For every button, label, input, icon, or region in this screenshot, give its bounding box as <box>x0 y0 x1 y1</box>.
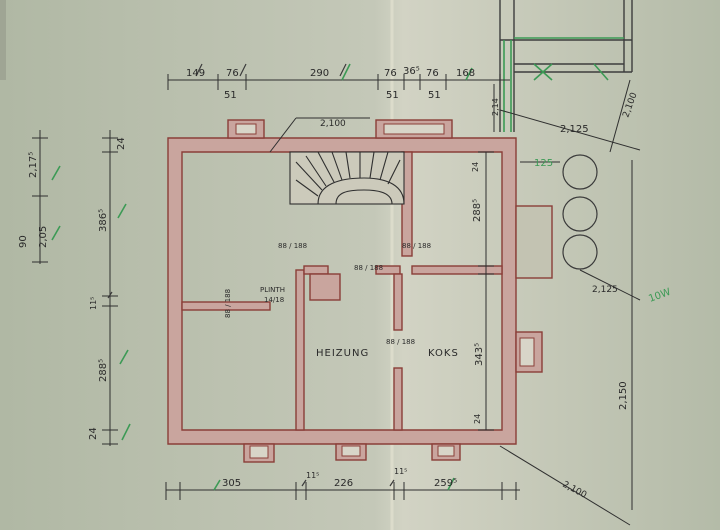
door-label-hall: 88 / 188 <box>386 338 415 346</box>
dim-top-sub-1: 51 <box>224 90 237 101</box>
dim-left-outer-2: 90 <box>18 235 29 248</box>
dim-top-7: 168 <box>456 68 475 79</box>
door-label-center: 88 / 188 <box>354 264 383 272</box>
dim-top-sub-3: 51 <box>428 90 441 101</box>
site-trees <box>562 154 598 270</box>
level-stair-top: 2,100 <box>320 119 346 129</box>
dim-bottom-3: 259⁵ <box>434 478 457 489</box>
site-lead-2: 2,125 <box>592 285 618 295</box>
dim-left-outer-1: 2,17⁵ <box>28 152 39 178</box>
dim-bottom-tick-1: 11⁵ <box>306 471 319 480</box>
dim-top-sub-2: 51 <box>386 90 399 101</box>
dimension-lines <box>32 74 641 526</box>
dim-bottom-1: 305 <box>222 478 241 489</box>
dim-right-inner-1: 24 <box>471 162 480 172</box>
plinth-label: PLINTH <box>260 286 285 294</box>
dim-top-3: 290 <box>310 68 329 79</box>
dim-top-1: 149 <box>186 68 205 79</box>
dim-top-right-small: 2,14 <box>491 98 500 116</box>
dim-top-4: 76 <box>384 68 397 79</box>
dim-right-inner-4: 24 <box>473 414 482 424</box>
dim-bottom-2: 226 <box>334 478 353 489</box>
dim-left-chain-2: 386⁵ <box>98 209 109 232</box>
site-lead-1: 2,125 <box>560 124 589 135</box>
dim-left-chain-1: 24 <box>116 137 127 150</box>
room-coal: KOKS <box>428 348 459 359</box>
dim-left-outer-3: 2,05 <box>38 226 49 248</box>
plinth-value: 14/18 <box>264 296 284 304</box>
neighbour-building <box>499 0 633 132</box>
room-heating: HEIZUNG <box>316 348 369 359</box>
dim-right-inner-2: 288⁵ <box>472 199 483 222</box>
window-marks <box>235 123 535 459</box>
door-label-right: 88 / 188 <box>402 242 431 250</box>
dim-top-2: 76 <box>226 68 239 79</box>
dim-left-chain-4: 288⁵ <box>98 359 109 382</box>
dim-bottom-tick-2: 11⁵ <box>394 467 407 476</box>
dim-left-chain-3: 11⁵ <box>89 297 98 310</box>
neighbour-green-marks <box>503 37 624 132</box>
site-green-1: 125 <box>534 158 553 169</box>
door-label-left: 88 / 188 <box>278 242 307 250</box>
door-label-left-room: 88 / 188 <box>224 289 232 318</box>
check-marks <box>51 63 473 491</box>
dimension-ticks <box>107 63 395 487</box>
dim-right-outer: 2,150 <box>618 381 629 410</box>
dim-top-6: 76 <box>426 68 439 79</box>
dim-right-inner-3: 343⁵ <box>474 343 485 366</box>
staircase <box>289 151 405 205</box>
paper-edge-left <box>0 0 6 80</box>
dim-top-5: 36⁵ <box>403 66 420 77</box>
dim-left-chain-5: 24 <box>88 427 99 440</box>
